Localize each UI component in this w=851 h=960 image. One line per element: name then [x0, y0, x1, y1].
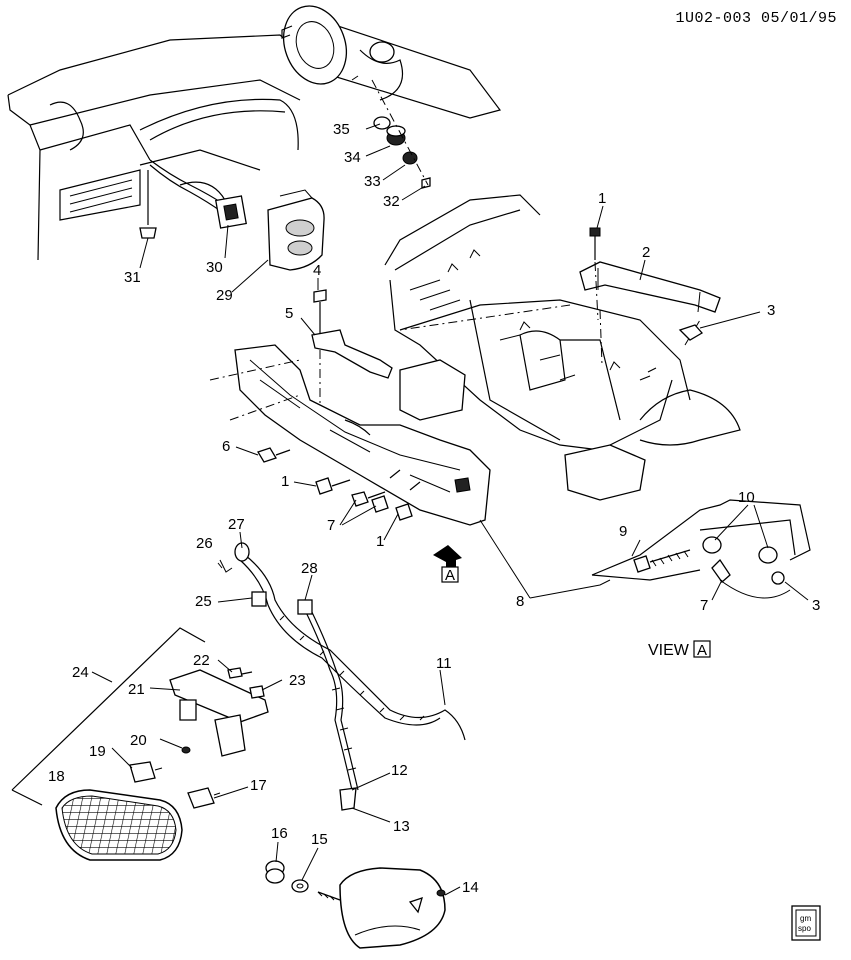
callout-26: 26 [196, 535, 213, 552]
bolts [257, 447, 421, 521]
callout-24: 24 [72, 664, 89, 681]
callout-19: 19 [89, 743, 106, 760]
radiator-support [384, 194, 741, 501]
callout-14: 14 [462, 879, 479, 896]
callout-20: 20 [130, 732, 147, 749]
callout-13: 13 [393, 818, 410, 835]
mirror-housing [317, 867, 446, 949]
callout-6: 6 [222, 438, 230, 455]
callout-31: 31 [124, 269, 141, 286]
callout-25: 25 [195, 593, 212, 610]
callout-28: 28 [301, 560, 318, 577]
lamp-bracket [169, 667, 269, 757]
logo-line-1: gm [800, 914, 811, 923]
callout-30: 30 [206, 259, 223, 276]
group-bracket-tail [11, 789, 43, 806]
fastener-stack [371, 79, 431, 189]
callout-27: 27 [228, 516, 245, 533]
callout-32: 32 [383, 193, 400, 210]
callout-34: 34 [344, 149, 361, 166]
callout-16: 16 [271, 825, 288, 842]
callout-23: 23 [289, 672, 306, 689]
callout-2: 2 [642, 244, 650, 261]
callout-7-left: 7 [327, 517, 335, 534]
view-label-letter: A [697, 642, 707, 659]
lamp-bulbs [129, 746, 221, 809]
callout-3-top: 3 [767, 302, 775, 319]
callout-21: 21 [128, 681, 145, 698]
callout-12: 12 [391, 762, 408, 779]
callout-29: 29 [216, 287, 233, 304]
callout-15: 15 [311, 831, 328, 848]
callout-11: 11 [436, 655, 452, 672]
view-a-arrow-letter: A [445, 567, 455, 584]
callout-1-top: 1 [598, 190, 606, 207]
harness-connector [149, 159, 247, 229]
callout-1-mid: 1 [281, 473, 289, 490]
callout-labels: 35 34 33 32 1 2 3 4 5 6 1 7 1 8 9 10 7 3… [48, 121, 820, 896]
wiring-harness [219, 542, 466, 811]
gm-spo-logo: gm spo [791, 905, 821, 941]
callout-18: 18 [48, 768, 65, 785]
callout-10: 10 [738, 489, 755, 506]
bolt-and-plate [311, 289, 393, 420]
fog-lamp-lens [55, 789, 183, 861]
callout-4: 4 [313, 262, 321, 279]
view-label-text: VIEW [648, 642, 690, 659]
callout-17: 17 [250, 777, 267, 794]
steering-column [281, 5, 502, 119]
support-bracket [579, 227, 721, 321]
callout-1-bottom: 1 [376, 533, 384, 550]
drawing-code: 1U02-003 05/01/95 [675, 10, 837, 27]
callout-22: 22 [193, 652, 210, 669]
view-a-arrow: A [433, 545, 462, 584]
callout-35: 35 [333, 121, 350, 138]
view-a-detail [591, 499, 811, 599]
nut-washer [265, 860, 309, 893]
callout-3-view: 3 [812, 597, 820, 614]
callout-33: 33 [364, 173, 381, 190]
instrument-panel [7, 34, 311, 261]
fascia-support [209, 344, 491, 526]
callout-9: 9 [619, 523, 627, 540]
leader-lines [91, 123, 809, 896]
logo-line-2: spo [798, 924, 811, 933]
callout-7-view: 7 [700, 597, 708, 614]
callout-8: 8 [516, 593, 524, 610]
nut-clip [678, 324, 704, 341]
callout-5: 5 [285, 305, 293, 322]
group-bracket [11, 627, 206, 791]
switch-assembly [267, 189, 325, 271]
push-pin-clip [139, 170, 157, 239]
view-a-label: VIEW A [648, 640, 711, 659]
